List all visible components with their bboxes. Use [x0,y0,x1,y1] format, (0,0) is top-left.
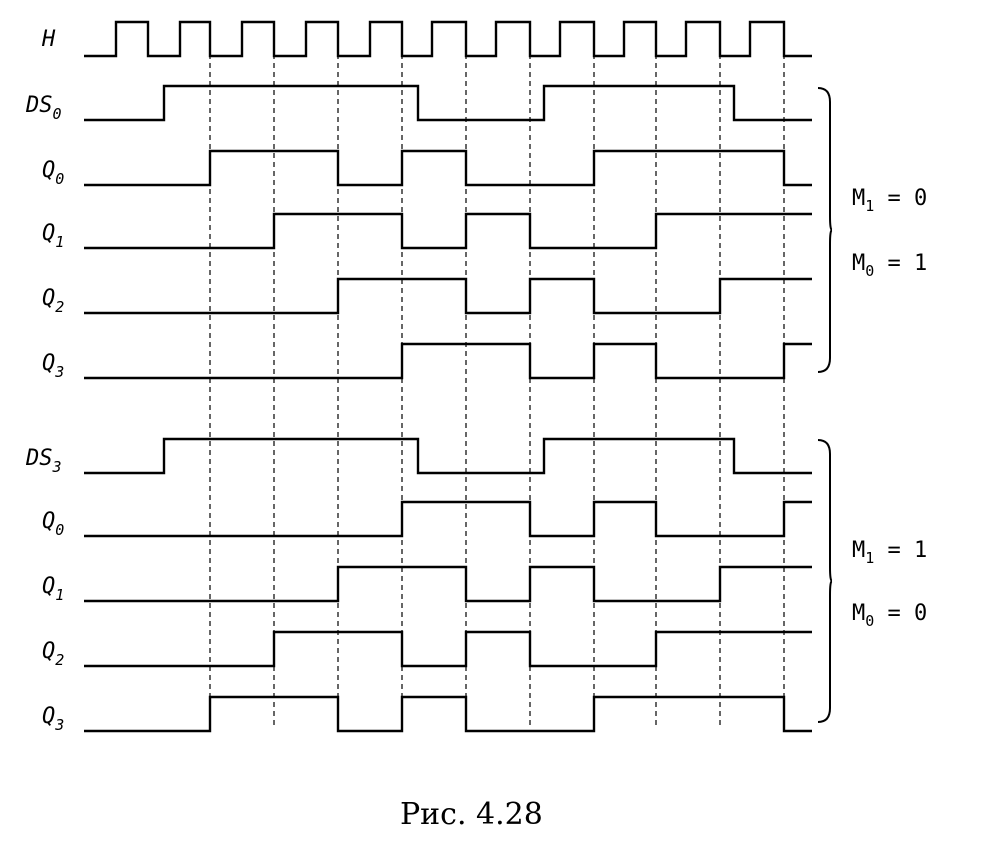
label-group1-q2: Q2 [42,286,64,316]
mode-label-group1-m0: M0 = 1 [852,251,927,280]
mode-label-group2-m1: M1 = 1 [852,538,927,567]
clock-label: H [41,27,56,52]
clock-edge-guides [209,54,785,726]
label-group2-ds3: DS3 [25,446,62,476]
waveform-group2-q3 [84,695,812,733]
label-group2-q3: Q3 [42,704,64,734]
figure-caption: Рис. 4.28 [400,797,543,832]
waveform-group2-q2 [84,630,812,668]
waveform-group1-q2 [84,277,812,315]
mode-label-group2-m0: M0 = 0 [852,601,927,630]
label-group1-q0: Q0 [42,158,64,188]
waveform-group2-q1 [84,565,812,603]
label-group2-q1: Q1 [42,574,64,604]
mode-braces: M1 = 0 M0 = 1 M1 = 1 M0 = 0 [817,87,927,723]
waveform-group1-q3 [84,342,812,380]
waveform-group1-q0 [84,149,812,187]
label-group2-q2: Q2 [42,639,64,669]
label-group1-q1: Q1 [42,221,64,251]
mode-label-group1-m1: M1 = 0 [852,186,927,215]
label-group1-q3: Q3 [42,351,64,381]
label-group2-q0: Q0 [42,509,64,539]
waveforms [84,20,812,733]
brace-mode-2 [817,439,833,723]
waveform-group2-q0 [84,500,812,538]
clock-waveform [84,20,812,58]
label-group1-ds0: DS0 [25,93,62,123]
waveform-group2-ds3 [84,437,812,475]
brace-mode-1 [817,87,833,373]
waveform-group1-q1 [84,212,812,250]
waveform-group1-ds0 [84,84,812,122]
